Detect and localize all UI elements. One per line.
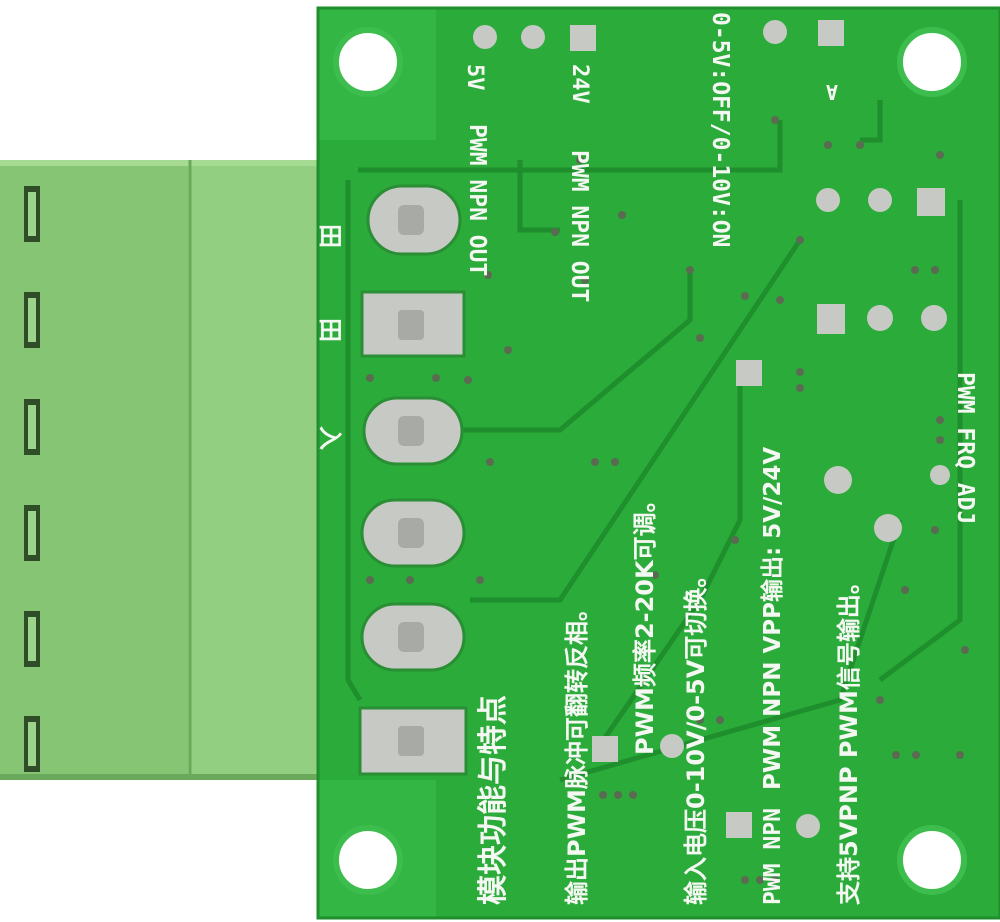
silkscreen: 5V 24V A PWM NPN OUT PWM NPN OUT 0-5V:OF…	[316, 12, 978, 905]
label-pwm-npn-out-left: PWM NPN OUT	[464, 124, 490, 276]
label-pwm-frq-adj: PWM FRQ ADJ	[952, 372, 978, 524]
cn-line-2: PWM频率2-20K可调。	[631, 488, 659, 755]
cn-line-3: 输入电压0-10V/0-5V可切换。	[682, 564, 710, 905]
cn-title: 模块功能与特点	[476, 695, 511, 905]
label-bottom-pwm-npn: PWM NPN	[760, 808, 786, 905]
terminal-pads	[358, 184, 468, 776]
header-pins	[473, 20, 950, 838]
mounting-holes	[333, 27, 967, 895]
pcb-vias	[366, 116, 969, 884]
cn-line-5: 支持5VPNP PWM信号输出。	[835, 570, 863, 905]
pcb-board	[316, 6, 1000, 920]
label-5v: 5V	[462, 64, 487, 91]
cn-line-1: 输出PWM脉冲可翻转反相。	[563, 597, 591, 905]
label-a: A	[826, 80, 838, 104]
label-terminal-2: 田	[316, 318, 344, 342]
label-terminal-1: 田	[316, 224, 344, 248]
screw-terminal-block	[0, 160, 318, 780]
label-mode-switch: 0-5V:OFF/0-10V:ON	[707, 12, 733, 247]
pcb-traces	[345, 100, 963, 783]
label-terminal-3: 入	[316, 426, 344, 450]
label-24v: 24V	[567, 64, 592, 104]
cn-line-4: PWM NPN VPP输出: 5V/24V	[759, 447, 786, 790]
label-pwm-npn-out-right: PWM NPN OUT	[566, 150, 592, 302]
